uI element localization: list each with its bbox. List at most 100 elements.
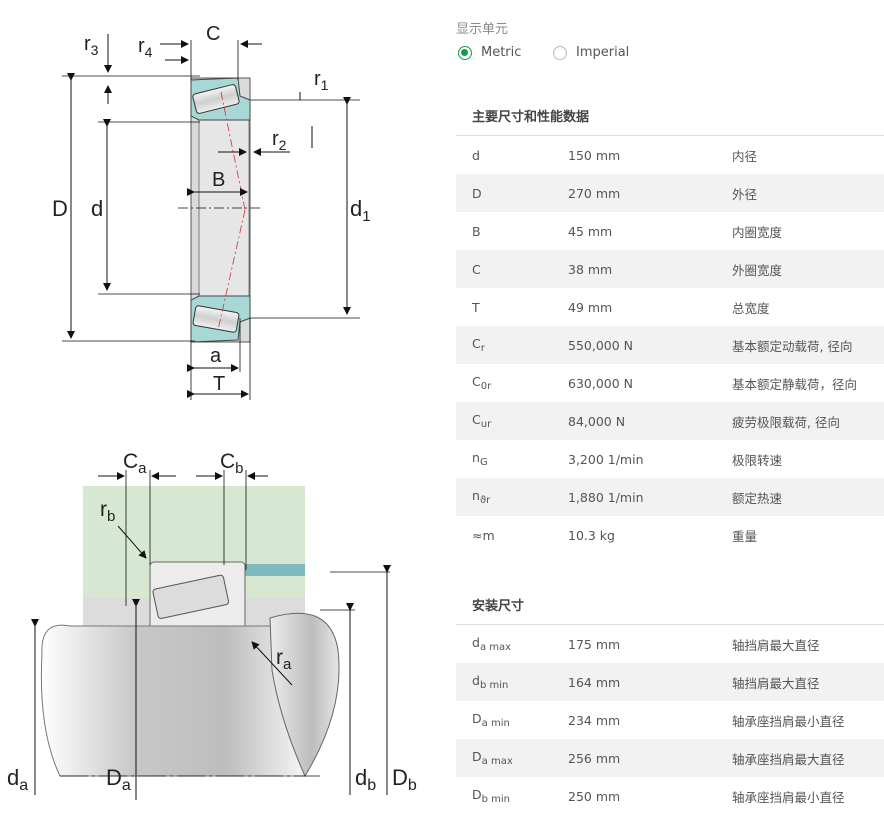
label-Da: Da xyxy=(106,765,131,794)
radio-imperial[interactable]: Imperial xyxy=(553,45,629,60)
table-row: db min 164 mm 轴挡肩最大直径 xyxy=(456,663,884,701)
spec-panel: 显示单元 Metric Imperial 主要尺寸和性能数据 d 150 mm 内径… xyxy=(456,0,884,819)
spec-description: 基本额定动载荷, 径向 xyxy=(732,338,853,354)
unit-selector: Metric Imperial xyxy=(456,45,756,67)
spec-symbol: nG xyxy=(472,450,488,468)
table-row: T 49 mm 总宽度 xyxy=(456,288,884,326)
radio-imperial-label: Imperial xyxy=(576,45,630,60)
label-r4: r4 xyxy=(138,35,153,60)
units-title: 显示单元 xyxy=(456,22,509,37)
label-d1: d1 xyxy=(350,196,371,225)
spec-description: 总宽度 xyxy=(732,300,770,316)
spec-value: 630,000 N xyxy=(568,375,634,391)
spec-value: 234 mm xyxy=(568,712,621,728)
table-row: B 45 mm 内圈宽度 xyxy=(456,212,884,250)
spec-description: 极限转速 xyxy=(732,452,783,468)
spec-value: 250 mm xyxy=(568,788,621,804)
spec-description: 轴挡肩最大直径 xyxy=(732,637,820,653)
spec-value: 49 mm xyxy=(568,299,613,315)
table-row: C 38 mm 外圈宽度 xyxy=(456,250,884,288)
spec-description: 外径 xyxy=(732,186,758,202)
mount-section-title: 安装尺寸 xyxy=(472,599,525,614)
label-Cb: Cb xyxy=(220,450,244,477)
label-a: a xyxy=(210,345,222,367)
spec-symbol: Da max xyxy=(472,749,513,767)
label-D: D xyxy=(52,196,68,221)
spec-description: 外圈宽度 xyxy=(732,262,783,278)
label-T: T xyxy=(213,373,225,395)
label-da: da xyxy=(7,765,28,794)
spec-symbol: C xyxy=(472,261,481,277)
label-db: db xyxy=(355,765,376,794)
spec-value: 175 mm xyxy=(568,636,621,652)
table-row: C0r 630,000 N 基本额定静载荷，径向 xyxy=(456,364,884,402)
spec-value: 38 mm xyxy=(568,261,613,277)
spec-symbol: T xyxy=(472,299,480,315)
table-row: nG 3,200 1/min 极限转速 xyxy=(456,440,884,478)
table-row: nϑr 1,880 1/min 额定热速 xyxy=(456,478,884,516)
label-B: B xyxy=(212,169,225,191)
spec-value: 256 mm xyxy=(568,750,621,766)
table-divider xyxy=(456,624,884,625)
spec-value: 45 mm xyxy=(568,223,613,239)
spec-symbol: Da min xyxy=(472,711,510,729)
table-row: Cr 550,000 N 基本额定动载荷, 径向 xyxy=(456,326,884,364)
spec-description: 重量 xyxy=(732,528,758,544)
label-r3: r3 xyxy=(84,33,99,58)
radio-checked-icon xyxy=(458,45,472,60)
spec-symbol: nϑr xyxy=(472,488,491,506)
spec-symbol: db min xyxy=(472,673,509,691)
label-rb: rb xyxy=(100,498,115,525)
drawings-area: r3 r4 C r1 r2 D d d1 B a T xyxy=(0,0,440,819)
radio-metric-label: Metric xyxy=(481,45,522,60)
label-C: C xyxy=(206,23,220,45)
spec-symbol: Cr xyxy=(472,336,485,354)
spec-value: 10.3 kg xyxy=(568,527,615,543)
spec-description: 轴承座挡肩最小直径 xyxy=(732,789,845,805)
label-d: d xyxy=(91,196,103,221)
table-row: da max 175 mm 轴挡肩最大直径 xyxy=(456,625,884,663)
table-divider xyxy=(456,135,884,136)
table-row: Db min 250 mm 轴承座挡肩最小直径 xyxy=(456,777,884,815)
table-row: d 150 mm 内径 xyxy=(456,136,884,174)
spec-value: 150 mm xyxy=(568,147,621,163)
main-spec-table: d 150 mm 内径 D 270 mm 外径 B 45 mm 内圈宽度 C 38 mm 外圈宽度 T 4… xyxy=(456,135,884,554)
main-section-title: 主要尺寸和性能数据 xyxy=(472,110,590,125)
spec-symbol: Db min xyxy=(472,787,511,805)
table-row: Cur 84,000 N 疲劳极限载荷, 径向 xyxy=(456,402,884,440)
spec-value: 164 mm xyxy=(568,674,621,690)
spec-symbol: D xyxy=(472,185,482,201)
spec-value: 550,000 N xyxy=(568,337,634,353)
radio-metric[interactable]: Metric xyxy=(458,45,521,60)
spec-description: 轴承座挡肩最小直径 xyxy=(732,713,845,729)
table-row: Da min 234 mm 轴承座挡肩最小直径 xyxy=(456,701,884,739)
label-r1: r1 xyxy=(314,68,329,93)
spec-symbol: C0r xyxy=(472,374,492,392)
spec-description: 疲劳极限载荷, 径向 xyxy=(732,414,840,430)
spec-symbol: da max xyxy=(472,635,512,653)
spec-symbol: d xyxy=(472,147,480,163)
table-row: D 270 mm 外径 xyxy=(456,174,884,212)
table-row: Da max 256 mm 轴承座挡肩最大直径 xyxy=(456,739,884,777)
radio-unchecked-icon xyxy=(553,45,567,60)
mounting-dimension-drawing: Ca Cb rb ra da Da db Db xyxy=(7,450,417,800)
label-r2: r2 xyxy=(272,128,287,153)
spec-description: 额定热速 xyxy=(732,490,783,506)
bearing-dimension-drawing: r3 r4 C r1 r2 D d d1 B a T xyxy=(52,23,371,400)
spec-description: 内径 xyxy=(732,148,758,164)
spec-value: 1,880 1/min xyxy=(568,489,644,505)
label-Db: Db xyxy=(392,765,417,794)
spec-value: 84,000 N xyxy=(568,413,626,429)
spec-description: 基本额定静载荷，径向 xyxy=(732,376,858,392)
spec-value: 3,200 1/min xyxy=(568,451,644,467)
spec-symbol: B xyxy=(472,223,481,239)
mount-spec-table: da max 175 mm 轴挡肩最大直径 db min 164 mm 轴挡肩最大直径 Da… xyxy=(456,624,884,815)
spec-symbol: ≈m xyxy=(472,527,495,543)
spec-value: 270 mm xyxy=(568,185,621,201)
label-ra: ra xyxy=(276,646,292,673)
spec-description: 轴承座挡肩最大直径 xyxy=(732,751,845,767)
spec-description: 内圈宽度 xyxy=(732,224,783,240)
spec-symbol: Cur xyxy=(472,412,492,430)
label-Ca: Ca xyxy=(123,450,147,477)
spec-description: 轴挡肩最大直径 xyxy=(732,675,820,691)
